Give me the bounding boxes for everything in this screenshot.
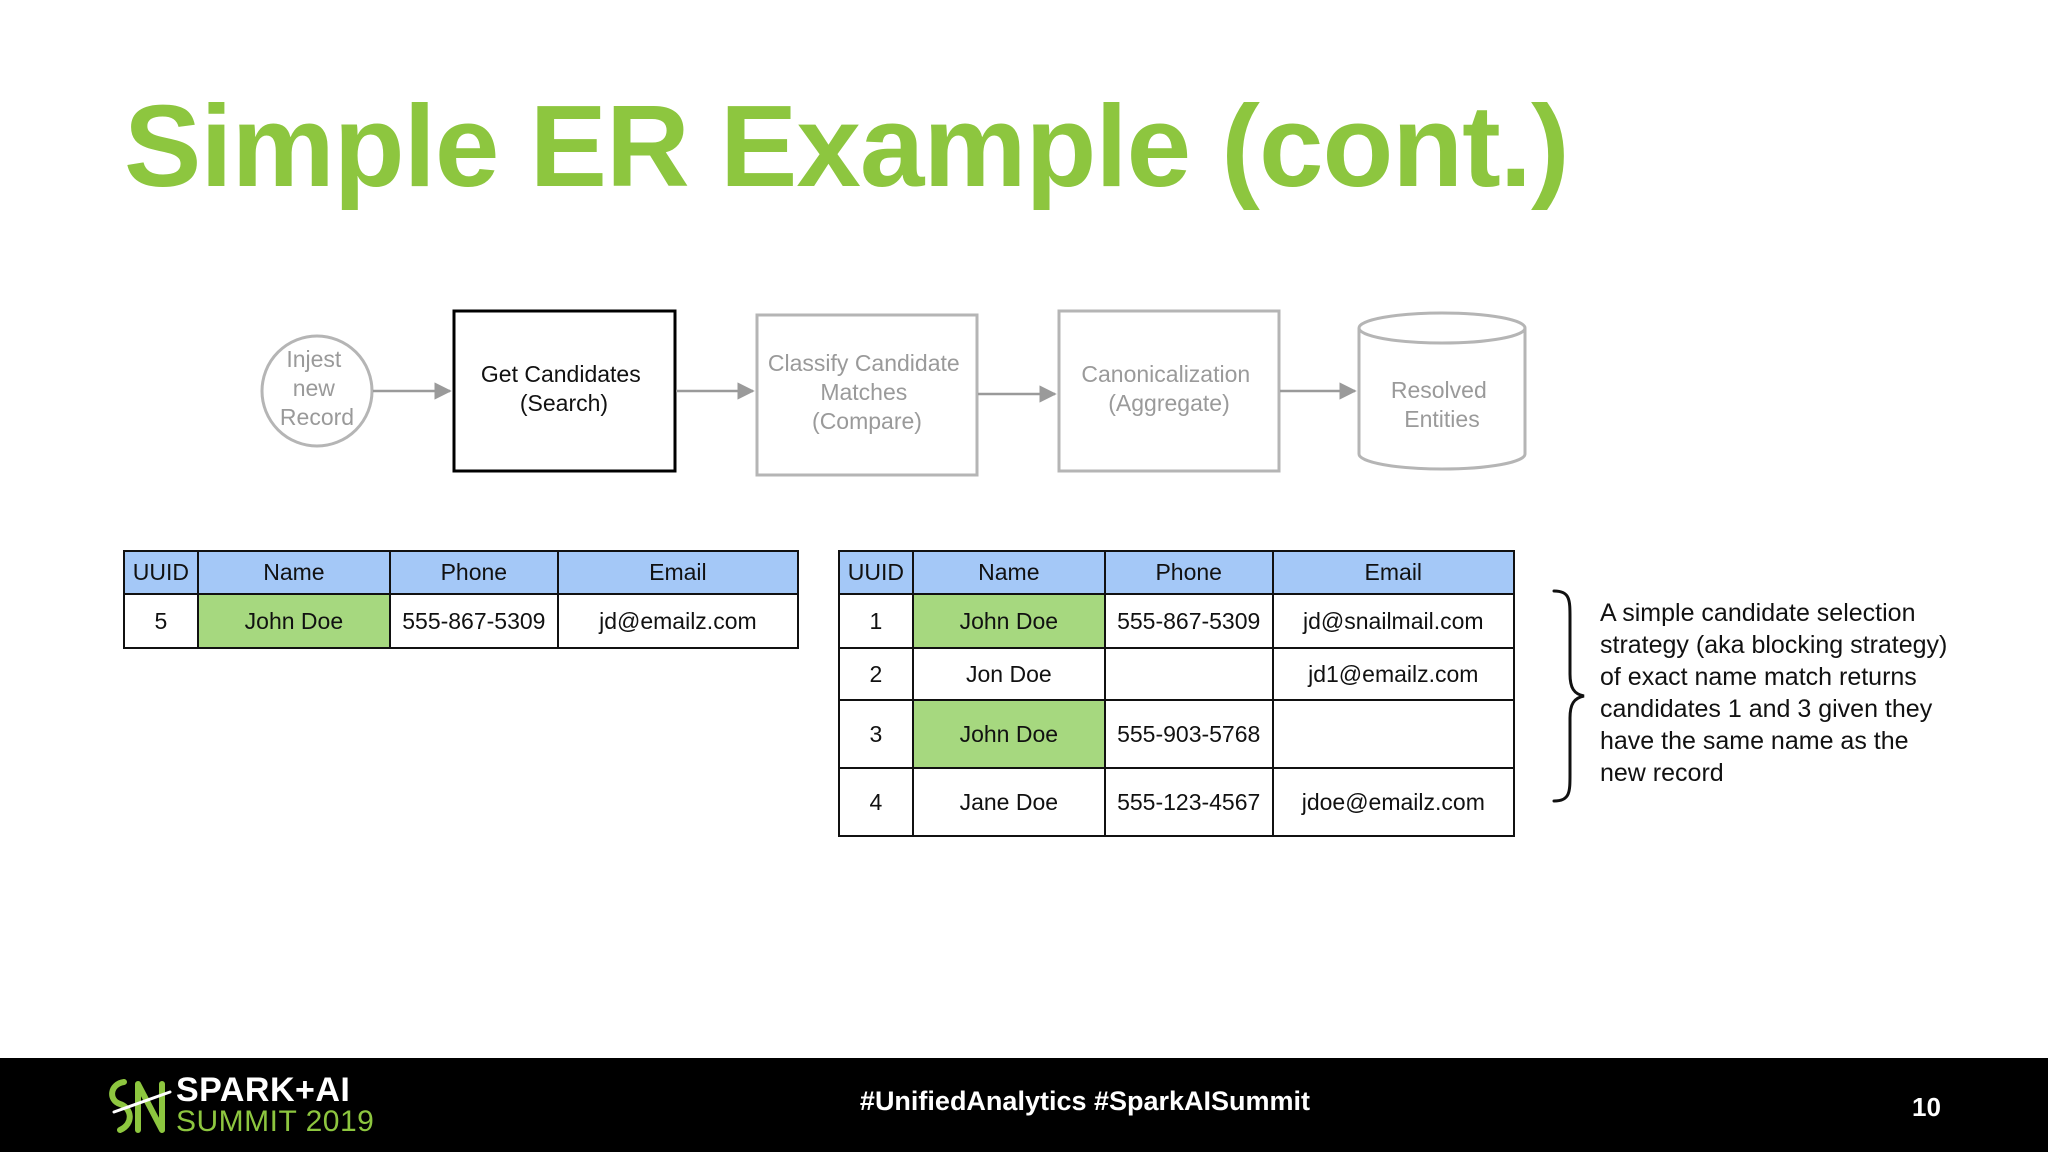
flow-node-ingest-label: Injest new Record — [280, 346, 354, 430]
header-email: Email — [1271, 550, 1516, 595]
table-header-row: UUID Name Phone Email — [838, 550, 1516, 595]
cell-phone: 555-123-4567 — [1103, 767, 1274, 837]
footer-hashtags: #UnifiedAnalytics #SparkAISummit — [859, 1086, 1311, 1116]
flow-node-get-candidates: Get Candidates (Search) — [452, 309, 677, 473]
cell-uuid: 3 — [838, 699, 914, 769]
cell-email: jd@emailz.com — [556, 593, 800, 649]
new-record-table: UUID Name Phone Email 5 John Doe 555-867… — [123, 550, 800, 649]
cell-uuid: 2 — [838, 647, 914, 701]
header-uuid: UUID — [838, 550, 914, 595]
cell-phone — [1103, 647, 1274, 701]
flow-node-get-candidates-label: Get Candidates (Search) — [481, 361, 647, 416]
flow-node-classify: Classify Candidate Matches (Compare) — [755, 313, 979, 477]
cell-name: Jon Doe — [911, 647, 1106, 701]
flow-node-canonicalization-label: Canonicalization (Aggregate) — [1081, 361, 1256, 416]
table-row: 5 John Doe 555-867-5309 jd@emailz.com — [123, 593, 800, 649]
logo-text-summit: SUMMIT 2019 — [176, 1105, 375, 1138]
flow-node-ingest: Injest new Record — [260, 334, 374, 448]
explanation-line: have the same name as the — [1600, 727, 1909, 755]
explanation-line: new record — [1600, 759, 1724, 787]
explanation-text: A simple candidate selection strategy (a… — [1600, 597, 2020, 789]
cell-uuid: 5 — [123, 593, 199, 649]
table-header-row: UUID Name Phone Email — [123, 550, 800, 595]
cell-phone: 555-867-5309 — [1103, 593, 1274, 649]
explanation-line: strategy (aka blocking strategy) — [1600, 631, 1948, 659]
explanation-line: candidates 1 and 3 given they — [1600, 695, 1933, 723]
cell-email: jd1@emailz.com — [1271, 647, 1516, 701]
flow-node-canonicalization: Canonicalization (Aggregate) — [1057, 309, 1281, 473]
logo-text-spark-ai: SPARK+AI — [176, 1071, 351, 1109]
cell-name: John Doe — [911, 593, 1106, 649]
slide-title: Simple ER Example (cont.) — [124, 81, 1570, 211]
cell-name: Jane Doe — [911, 767, 1106, 837]
cell-email: jd@snailmail.com — [1271, 593, 1516, 649]
header-name: Name — [911, 550, 1106, 595]
footer-bar — [0, 1058, 2048, 1152]
flow-node-resolved-label: Resolved Entities — [1391, 377, 1493, 432]
header-phone: Phone — [1103, 550, 1274, 595]
cell-uuid: 1 — [838, 593, 914, 649]
cell-name: John Doe — [911, 699, 1106, 769]
cell-email — [1271, 699, 1516, 769]
flow-node-resolved-entities: Resolved Entities — [1357, 311, 1527, 471]
header-email: Email — [556, 550, 800, 595]
header-phone: Phone — [388, 550, 559, 595]
table-row: 1 John Doe 555-867-5309 jd@snailmail.com — [838, 593, 1516, 649]
cell-name: John Doe — [196, 593, 391, 649]
explanation-line: of exact name match returns — [1600, 663, 1917, 691]
table-row: 3 John Doe 555-903-5768 — [838, 699, 1516, 769]
candidates-table: UUID Name Phone Email 1 John Doe 555-867… — [838, 550, 1516, 837]
cell-email: jdoe@emailz.com — [1271, 767, 1516, 837]
explanation-line: A simple candidate selection — [1600, 599, 1916, 627]
curly-brace-icon — [1552, 589, 1585, 803]
header-name: Name — [196, 550, 391, 595]
table-row: 2 Jon Doe jd1@emailz.com — [838, 647, 1516, 701]
cell-phone: 555-903-5768 — [1103, 699, 1274, 769]
cell-uuid: 4 — [838, 767, 914, 837]
cell-phone: 555-867-5309 — [388, 593, 559, 649]
table-row: 4 Jane Doe 555-123-4567 jdoe@emailz.com — [838, 767, 1516, 837]
page-number: 10 — [1912, 1092, 1941, 1122]
spark-ai-logo-icon — [109, 1079, 172, 1133]
flow-node-classify-label: Classify Candidate Matches (Compare) — [768, 350, 966, 434]
header-uuid: UUID — [123, 550, 199, 595]
